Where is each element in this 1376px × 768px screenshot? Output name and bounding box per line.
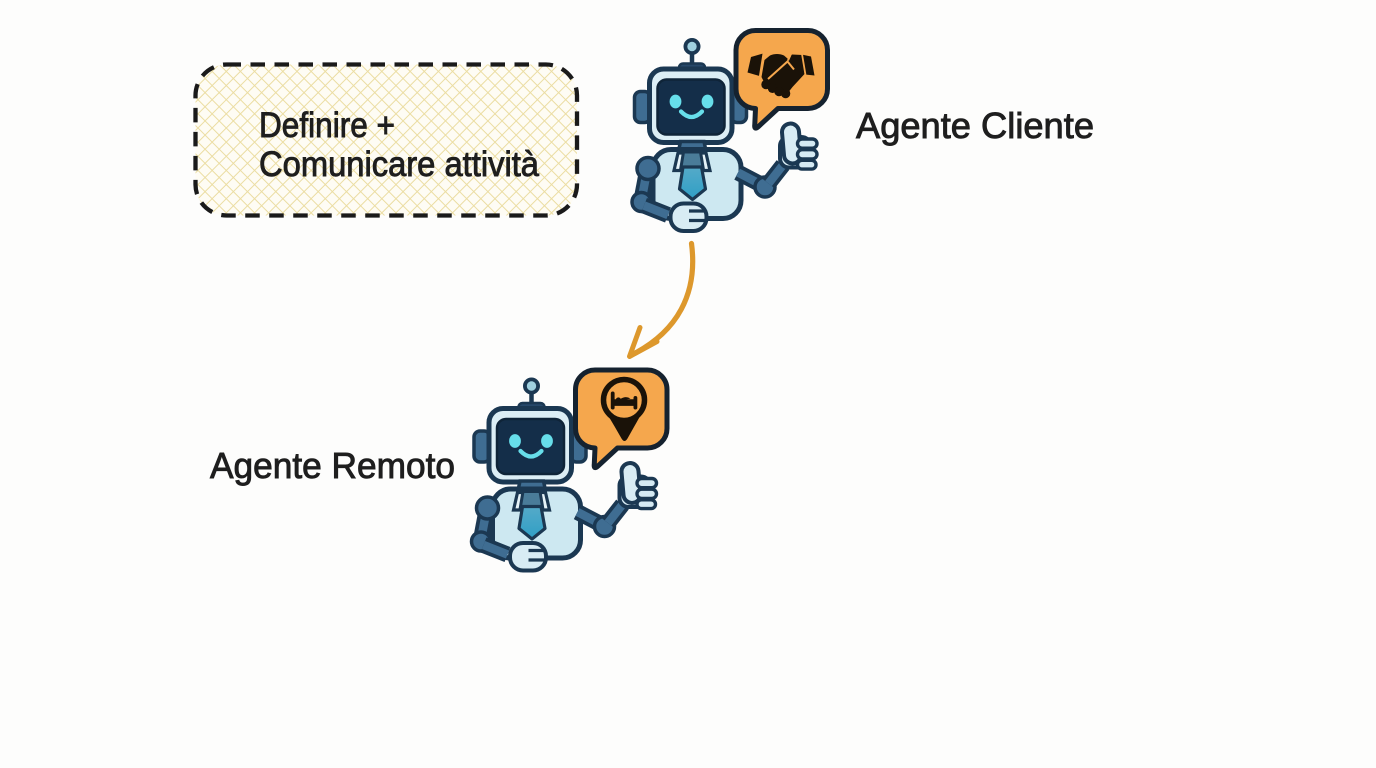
svg-text:Definire +: Definire + <box>259 106 395 145</box>
svg-text:Agente Remoto: Agente Remoto <box>210 445 455 486</box>
svg-text:Comunicare attività: Comunicare attività <box>259 145 539 184</box>
svg-text:Agente Cliente: Agente Cliente <box>856 105 1094 146</box>
